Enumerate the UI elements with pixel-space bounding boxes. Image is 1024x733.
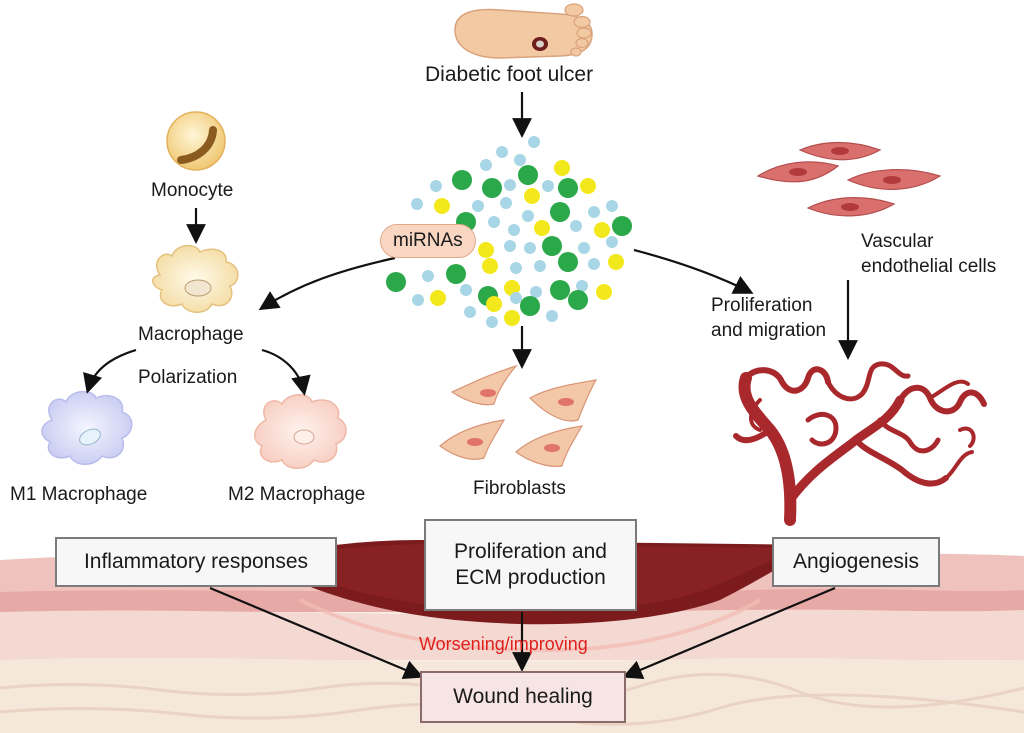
mirna-dot [542,180,554,192]
mirna-dot [524,242,536,254]
mirna-dot [612,216,632,236]
macrophage-cell [152,244,239,313]
mirna-dot [510,292,522,304]
mirna-dot [488,216,500,228]
mirna-dot [504,179,516,191]
mirna-dot [606,200,618,212]
mirna-dot [568,290,588,310]
mirna-dot [411,198,423,210]
mirna-dot [504,310,520,326]
mirna-dot [422,270,434,282]
inflammatory-responses-box: Inflammatory responses [55,537,337,587]
mirna-dot [504,240,516,252]
mirna-dot [412,294,424,306]
wound-healing-box: Wound healing [420,671,626,723]
mirna-dot [452,170,472,190]
mirna-dot [482,178,502,198]
ecm-production-box: Proliferation and ECM production [424,519,637,611]
mirna-dot [486,296,502,312]
angiogenesis-text: Angiogenesis [792,549,920,573]
mirna-dot [386,272,406,292]
fibroblasts-cells [439,364,598,467]
vascular-label-line1: Vascular [861,231,934,252]
arrow-mirna-to-endothelial [633,248,754,294]
mirna-dot [496,146,508,158]
mirna-dot [524,188,540,204]
mirna-dot [522,210,534,222]
mirna-dot [534,260,546,272]
mirna-dot [472,200,484,212]
fibroblasts-label: Fibroblasts [473,478,566,499]
ecm-production-line2: ECM production [455,566,606,589]
m2-macrophage-cell [254,394,347,469]
mirna-dot [606,236,618,248]
mirna-dot [596,284,612,300]
mirna-dot [576,280,588,292]
mirna-dot [530,286,542,298]
arrow-macrophage-to-m2 [261,348,311,396]
mirna-dot [554,160,570,176]
mirna-dot [508,224,520,236]
mirna-dot [558,252,578,272]
mirna-dot [528,136,540,148]
mirna-dot [446,264,466,284]
proliferation-migration-line1: Proliferation [711,295,813,316]
polarization-label: Polarization [138,367,238,388]
mirna-dot [518,165,538,185]
monocyte-cell [166,111,226,171]
m1-macrophage-label: M1 Macrophage [10,484,148,505]
mirna-dot [608,254,624,270]
mirna-dot [588,206,600,218]
mirna-dot [550,280,570,300]
monocyte-label: Monocyte [151,180,234,201]
mirna-dot [480,159,492,171]
proliferation-migration-line2: and migration [711,320,827,341]
mirna-dot [594,222,610,238]
mirna-dot [500,197,512,209]
m1-macrophage-cell [41,390,133,465]
mirna-dot [578,242,590,254]
mirna-dot [588,258,600,270]
angiogenesis-box: Angiogenesis [772,537,940,587]
mirna-dot [580,178,596,194]
vascular-label-line2: endothelial cells [861,256,997,277]
mirna-dot [464,306,476,318]
worsening-improving-label: Worsening/improving [419,634,588,654]
endothelial-cells [756,141,942,217]
macrophage-label: Macrophage [138,324,244,345]
mirna-dot [430,290,446,306]
mirna-dot [558,178,578,198]
mirna-dot [486,316,498,328]
foot-ulcer-label: Diabetic foot ulcer [425,63,594,86]
mirna-dot [534,220,550,236]
mirna-dot [550,202,570,222]
mirna-dot [430,180,442,192]
arrow-angiogenesis-to-wound [622,586,836,679]
inflammatory-responses-text: Inflammatory responses [83,549,309,573]
arrow-mirna-to-macrophage [258,256,396,311]
mirna-dot [520,296,540,316]
mirna-dot [546,310,558,322]
mirna-dot [460,284,472,296]
mirna-dot [570,220,582,232]
mirna-dot [478,242,494,258]
mirna-dot [482,258,498,274]
arrow-inflammatory-to-wound [209,586,424,680]
ecm-production-line1: Proliferation and [454,539,607,563]
mirna-label: miRNAs [380,224,476,258]
arrow-macrophage-to-m1 [83,348,137,394]
mirna-dot [542,236,562,256]
mirna-dot-cluster [386,136,632,328]
m2-macrophage-label: M2 Macrophage [228,484,366,505]
wound-healing-text: Wound healing [453,684,593,708]
mirna-dot [434,198,450,214]
mirna-dot [514,154,526,166]
arrows [83,92,858,680]
mirna-dot [510,262,522,274]
foot-illustration [454,3,593,59]
blood-vessel-network [733,361,987,526]
